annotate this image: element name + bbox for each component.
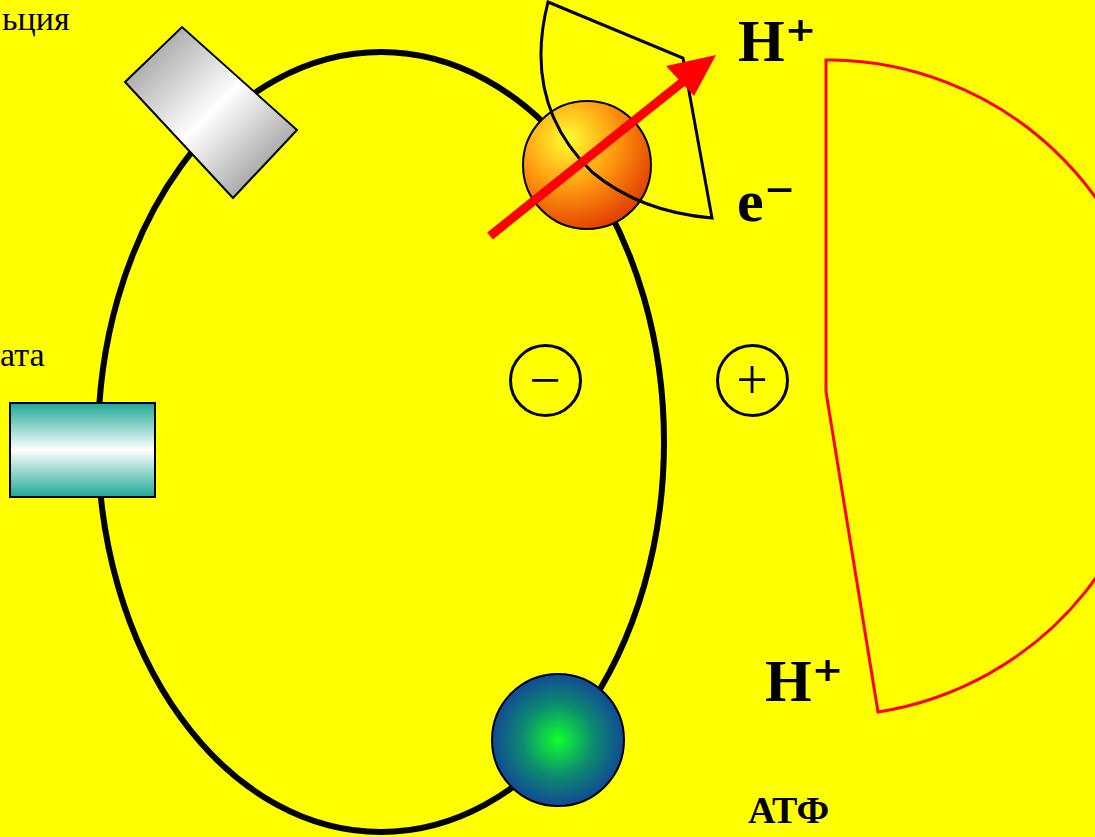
charge-circle: + — [716, 344, 789, 417]
proton-cycle-outline — [826, 60, 1095, 712]
proton-label: H⁺ — [765, 648, 843, 714]
atp-label: АТФ — [748, 790, 829, 832]
grey-transporter — [125, 27, 297, 198]
proton-label: H⁺ — [738, 8, 816, 74]
cut-off-label: ьция — [2, 0, 70, 37]
atp-synthase — [492, 674, 624, 806]
proton-arrow-head — [666, 55, 716, 96]
charge-circle: − — [509, 344, 582, 417]
charge-sign: + — [736, 352, 768, 408]
pump-sector — [541, 2, 712, 218]
teal-transporter — [10, 403, 155, 497]
cut-off-label: ата — [0, 336, 45, 373]
charge-sign: − — [529, 352, 561, 408]
proton-arrow-shaft — [490, 76, 690, 236]
electron-label: e⁻ — [737, 168, 795, 234]
